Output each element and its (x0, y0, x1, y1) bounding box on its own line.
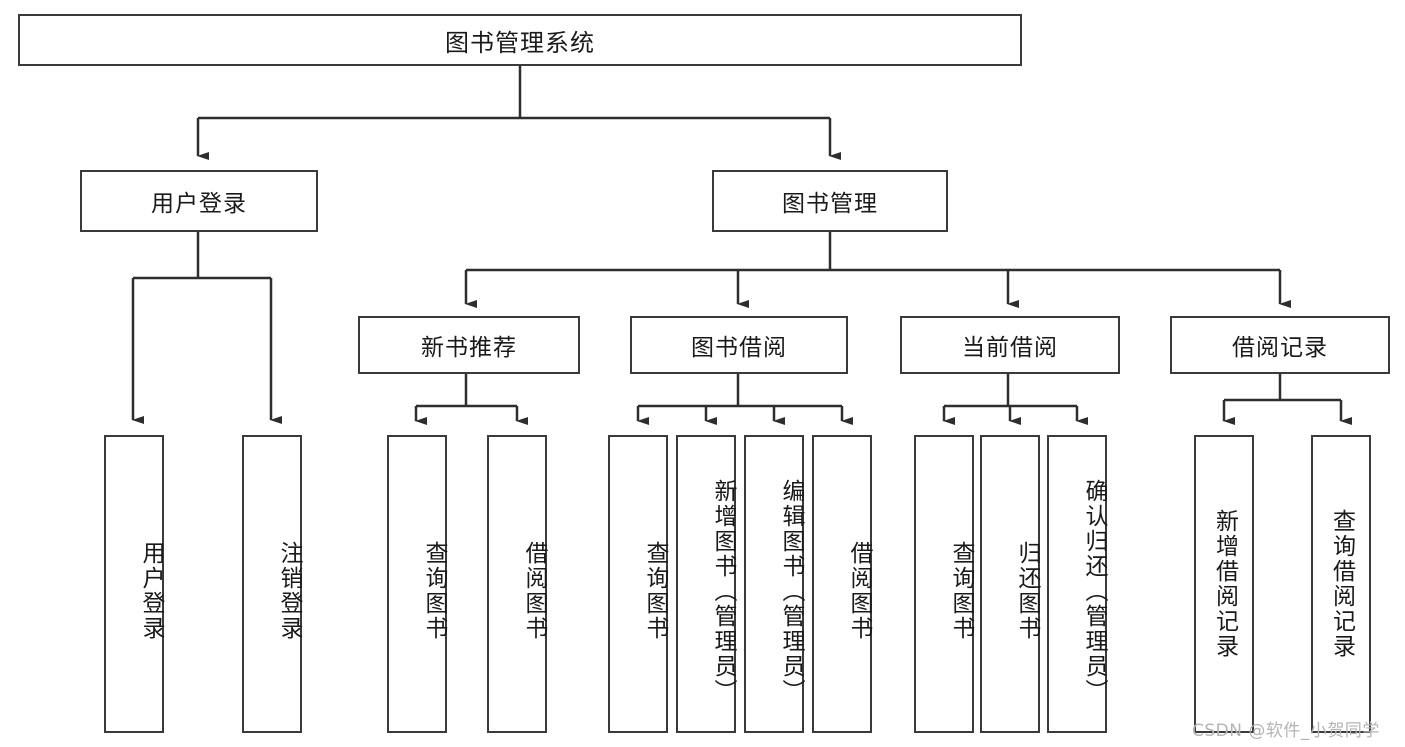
leaf-label: 编辑图书（管理员） (778, 478, 804, 704)
node-label: 用户登录 (151, 191, 247, 217)
node-label: 当前借阅 (962, 335, 1058, 361)
leaf-current-query-book[interactable]: 查询图书 (914, 435, 974, 733)
node-book-borrow[interactable]: 图书借阅 (630, 316, 848, 374)
leaf-borrow-edit-book-admin[interactable]: 编辑图书（管理员） (744, 435, 804, 733)
leaf-user-login-login[interactable]: 用户登录 (104, 435, 164, 733)
leaf-label: 借阅图书 (846, 541, 872, 641)
leaf-borrow-add-book-admin[interactable]: 新增图书（管理员） (676, 435, 736, 733)
leaf-current-confirm-return-admin[interactable]: 确认归还（管理员） (1047, 435, 1107, 733)
node-new-book-recommend[interactable]: 新书推荐 (358, 316, 580, 374)
node-label: 借阅记录 (1232, 335, 1328, 361)
leaf-user-login-logout[interactable]: 注销登录 (242, 435, 302, 733)
leaf-label: 新增图书（管理员） (710, 478, 736, 704)
leaf-label: 用户登录 (138, 541, 164, 641)
leaf-borrow-query-book[interactable]: 查询图书 (608, 435, 668, 733)
node-label: 图书管理系统 (445, 28, 595, 57)
node-root-system[interactable]: 图书管理系统 (18, 14, 1022, 66)
node-book-management[interactable]: 图书管理 (712, 170, 948, 232)
leaf-label: 查询借阅记录 (1328, 509, 1355, 659)
leaf-recommend-borrow-book[interactable]: 借阅图书 (487, 435, 547, 733)
leaf-recommend-query-book[interactable]: 查询图书 (387, 435, 447, 733)
leaf-label: 借阅图书 (521, 541, 547, 641)
leaf-label: 查询图书 (642, 541, 668, 641)
node-current-borrow[interactable]: 当前借阅 (900, 316, 1120, 374)
leaf-borrow-borrow-book[interactable]: 借阅图书 (812, 435, 872, 733)
leaf-current-return-book[interactable]: 归还图书 (980, 435, 1040, 733)
node-borrow-record[interactable]: 借阅记录 (1170, 316, 1390, 374)
leaf-label: 确认归还（管理员） (1081, 478, 1107, 704)
csdn-watermark: CSDN @软件_小贺同学 (1192, 721, 1380, 741)
leaf-record-query-record[interactable]: 查询借阅记录 (1311, 435, 1371, 733)
node-label: 图书管理 (782, 191, 878, 217)
node-label: 新书推荐 (421, 335, 517, 361)
leaf-label: 归还图书 (1014, 541, 1040, 641)
node-user-login[interactable]: 用户登录 (80, 170, 318, 232)
node-label: 图书借阅 (691, 335, 787, 361)
leaf-record-add-record[interactable]: 新增借阅记录 (1194, 435, 1254, 733)
leaf-label: 注销登录 (276, 541, 302, 641)
leaf-label: 新增借阅记录 (1211, 509, 1238, 659)
leaf-label: 查询图书 (948, 541, 974, 641)
leaf-label: 查询图书 (421, 541, 447, 641)
